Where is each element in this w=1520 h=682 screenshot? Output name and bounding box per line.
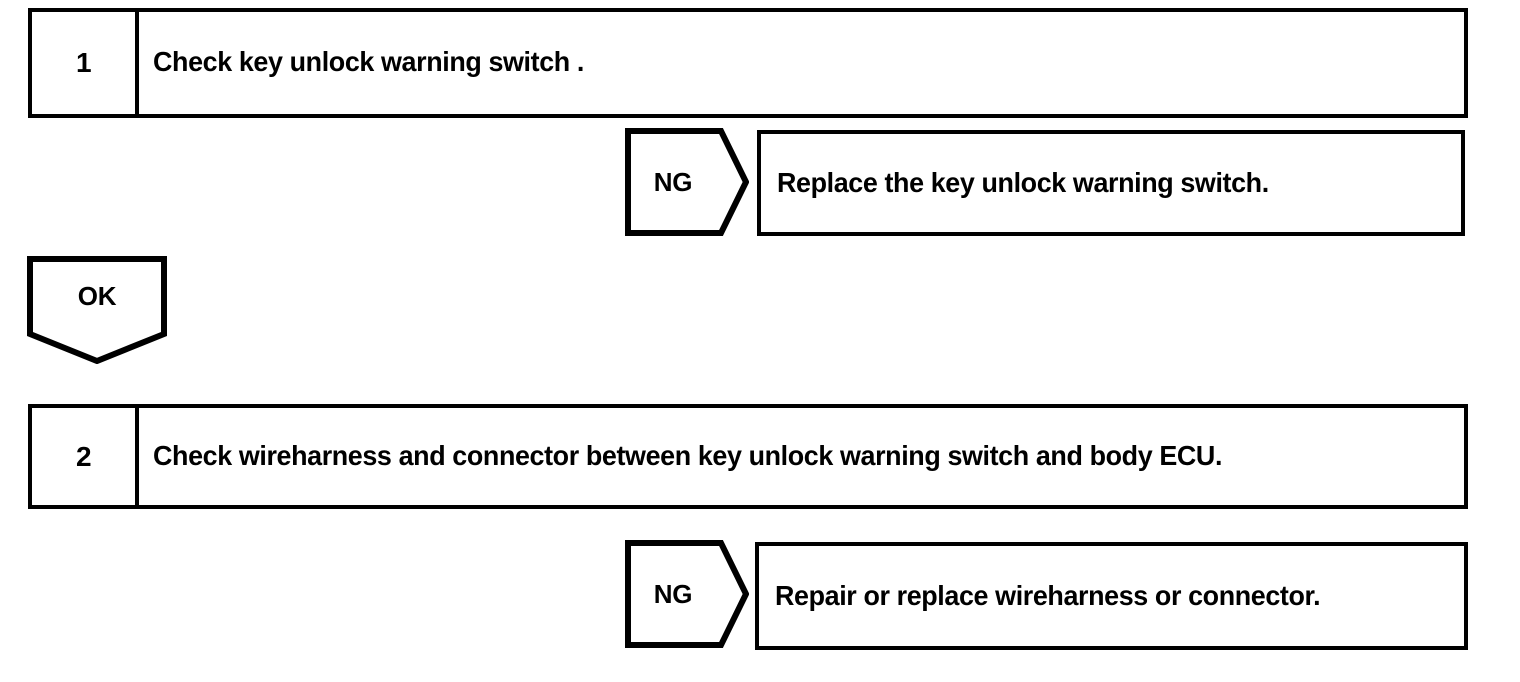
- step-instruction-2: Check wireharness and connector between …: [153, 440, 1223, 471]
- step-text-cell-2: Check wireharness and connector between …: [139, 408, 1464, 505]
- ok-arrow: OK: [27, 256, 167, 364]
- result-text-1: Replace the key unlock warning switch.: [777, 167, 1269, 198]
- result-box-2: Repair or replace wireharness or connect…: [755, 542, 1468, 650]
- step-box-2: 2 Check wireharness and connector betwee…: [28, 404, 1468, 509]
- result-text-2: Repair or replace wireharness or connect…: [775, 580, 1321, 611]
- step-instruction-1: Check key unlock warning switch .: [153, 46, 584, 77]
- ng-arrow-2: NG: [625, 540, 749, 648]
- ng-label-2: NG: [653, 578, 693, 609]
- ok-label: OK: [77, 280, 117, 311]
- ng-pentagon-shape-1: [625, 128, 749, 236]
- step-text-cell-1: Check key unlock warning switch .: [139, 12, 1464, 114]
- step-box-1: 1 Check key unlock warning switch .: [28, 8, 1468, 118]
- ng-pentagon-shape-2: [625, 540, 749, 648]
- ng-label-1: NG: [653, 166, 693, 197]
- ok-pentagon-shape: [27, 256, 167, 364]
- ng-arrow-1: NG: [625, 128, 749, 236]
- step-number-1: 1: [32, 12, 139, 114]
- step-number-2: 2: [32, 408, 139, 505]
- result-box-1: Replace the key unlock warning switch.: [757, 130, 1465, 236]
